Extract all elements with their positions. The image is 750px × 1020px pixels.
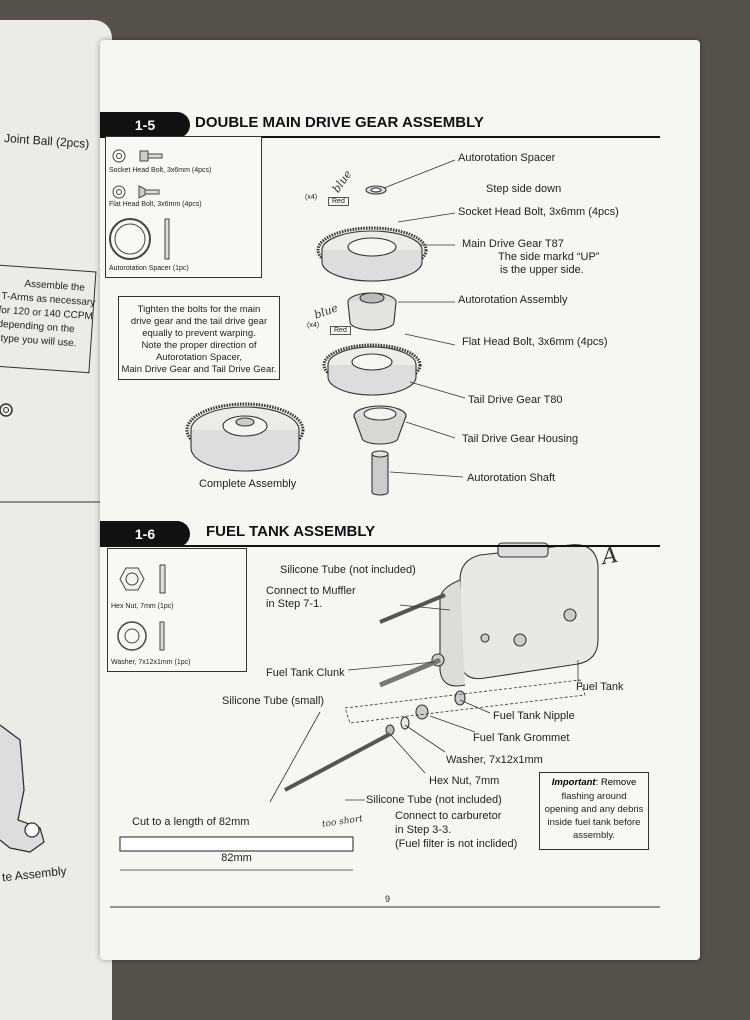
- quantity-x4-label: (x4): [307, 322, 320, 329]
- callout-carburetor-3: (Fuel filter is not inclided): [395, 838, 518, 850]
- callout-autorotation-assembly: Autorotation Assembly: [458, 294, 568, 306]
- callout-fuel-tank-clunk: Fuel Tank Clunk: [266, 667, 345, 679]
- callout-fuel-tank-nipple: Fuel Tank Nipple: [493, 710, 575, 722]
- callout-muffler-2: in Step 7-1.: [266, 598, 323, 610]
- callout-silicone-tube-2: Silicone Tube (not included): [366, 794, 502, 806]
- section-title: FUEL TANK ASSEMBLY: [206, 523, 376, 540]
- section-rule: [100, 136, 660, 138]
- callout-main-note-2: is the upper side.: [500, 264, 584, 276]
- note-line: equally to prevent warping.: [142, 328, 256, 339]
- callout-carburetor-1: Connect to carburetor: [395, 810, 502, 822]
- important-note-box: Important: Remove flashing around openin…: [539, 772, 649, 850]
- note-line: Tighten the bolts for the main: [137, 304, 261, 315]
- important-line: flashing around: [561, 791, 627, 802]
- flat-bolt-part-label: Flat Head Bolt, 3x6mm (4pcs): [109, 201, 202, 208]
- callout-autorotation-shaft: Autorotation Shaft: [467, 472, 556, 484]
- page-number: 9: [381, 893, 395, 906]
- callout-main-drive-gear: Main Drive Gear T87: [462, 238, 564, 250]
- section-1-5-header: 1-5 DOUBLE MAIN DRIVE GEAR ASSEMBLY: [100, 112, 660, 138]
- callout-step-side: Step side down: [486, 183, 562, 195]
- red-tag-label: Red: [330, 326, 351, 335]
- spacer-part-label: Autorotation Spacer (1pc): [109, 265, 189, 272]
- parts-icons: [109, 149, 170, 260]
- parts-box-1-6: Hex Nut, 7mm (1pc) Washer, 7x12x1mm (1pc…: [107, 548, 247, 672]
- callout-carburetor-2: in Step 3-3.: [395, 824, 452, 836]
- callout-autorotation-spacer: Autorotation Spacer: [458, 152, 556, 164]
- step-number-badge: 1-6: [100, 521, 190, 547]
- callout-fuel-tank: Fuel Tank: [576, 681, 624, 693]
- exploded-gear-drawing: [110, 159, 660, 908]
- red-tag-label: Red: [328, 197, 349, 206]
- manual-page: 1-5 DOUBLE MAIN DRIVE GEAR ASSEMBLY Sock…: [100, 40, 700, 960]
- important-line: : Remove: [595, 777, 637, 788]
- callout-silicone-tube: Silicone Tube (not included): [280, 564, 416, 576]
- socket-bolt-part-label: Socket Head Bolt, 3x6mm (4pcs): [109, 167, 212, 174]
- section-1-6-header: 1-6 FUEL TANK ASSEMBLY: [100, 521, 660, 547]
- note-line: Note the proper direction of: [141, 340, 257, 351]
- quantity-x4-label: (x4): [305, 194, 318, 201]
- important-line: inside fuel tank before: [547, 817, 641, 828]
- callout-flat-head-bolt: Flat Head Bolt, 3x6mm (4pcs): [462, 336, 608, 348]
- left-page-drawings: [0, 403, 100, 853]
- callout-fuel-tank-grommet: Fuel Tank Grommet: [473, 732, 570, 744]
- callout-muffler-1: Connect to Muffler: [266, 585, 356, 597]
- step-number-badge: 1-5: [100, 112, 190, 138]
- parts-icons: [117, 564, 166, 651]
- callout-tail-gear-housing: Tail Drive Gear Housing: [462, 433, 579, 445]
- callout-main-note-1: The side markd “UP”: [498, 251, 600, 263]
- important-title: Important: [551, 777, 596, 788]
- section-rule: [100, 545, 660, 547]
- note-box-1-5: Tighten the bolts for the main drive gea…: [118, 296, 280, 380]
- note-line: Main Drive Gear and Tail Drive Gear.: [121, 364, 277, 375]
- cut-length-label: Cut to a length of 82mm: [132, 816, 250, 828]
- complete-assembly-label: Complete Assembly: [199, 478, 297, 490]
- hex-nut-part-label: Hex Nut, 7mm (1pc): [111, 603, 174, 610]
- callout-washer: Washer, 7x12x1mm: [446, 754, 543, 766]
- callout-socket-bolt: Socket Head Bolt, 3x6mm (4pcs): [458, 206, 619, 218]
- important-line: opening and any debris: [544, 804, 644, 815]
- callout-tail-drive-gear: Tail Drive Gear T80: [468, 394, 563, 406]
- note-line: Autorotation Spacer,: [155, 352, 243, 363]
- callout-hex-nut: Hex Nut, 7mm: [429, 775, 500, 787]
- washer-part-label: Washer, 7x12x1mm (1pc): [111, 659, 191, 666]
- section-title: DOUBLE MAIN DRIVE GEAR ASSEMBLY: [195, 114, 484, 131]
- dimension-label: 82mm: [221, 852, 252, 864]
- note-line: drive gear and the tail drive gear: [130, 316, 268, 327]
- important-line: assembly.: [572, 830, 616, 841]
- parts-box-1-5: Socket Head Bolt, 3x6mm (4pcs) Flat Head…: [105, 136, 262, 278]
- left-page: Joint Ball (2pcs) Assemble the T-Arms as…: [0, 20, 112, 1020]
- important-note-line: Important: Remove: [540, 777, 648, 788]
- handwritten-a-mark: A: [599, 542, 620, 571]
- callout-silicone-small: Silicone Tube (small): [222, 695, 325, 707]
